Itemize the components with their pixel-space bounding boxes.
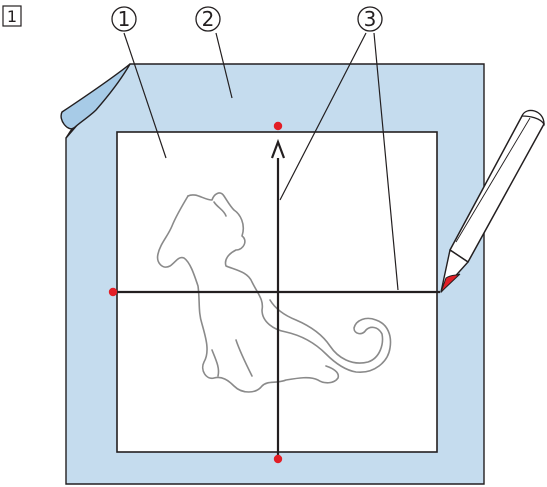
top-reference-dot [274, 122, 282, 130]
step-number: 1 [7, 7, 17, 26]
callout-3-number: 3 [364, 7, 377, 31]
callout-2-number: 2 [202, 7, 215, 31]
callout-2: 2 [196, 7, 220, 31]
callout-3: 3 [358, 7, 382, 31]
step-badge: 1 [3, 6, 21, 26]
left-reference-dot [109, 288, 117, 296]
callout-1: 1 [112, 7, 136, 31]
bottom-reference-dot [274, 455, 282, 463]
callout-1-number: 1 [118, 7, 131, 31]
